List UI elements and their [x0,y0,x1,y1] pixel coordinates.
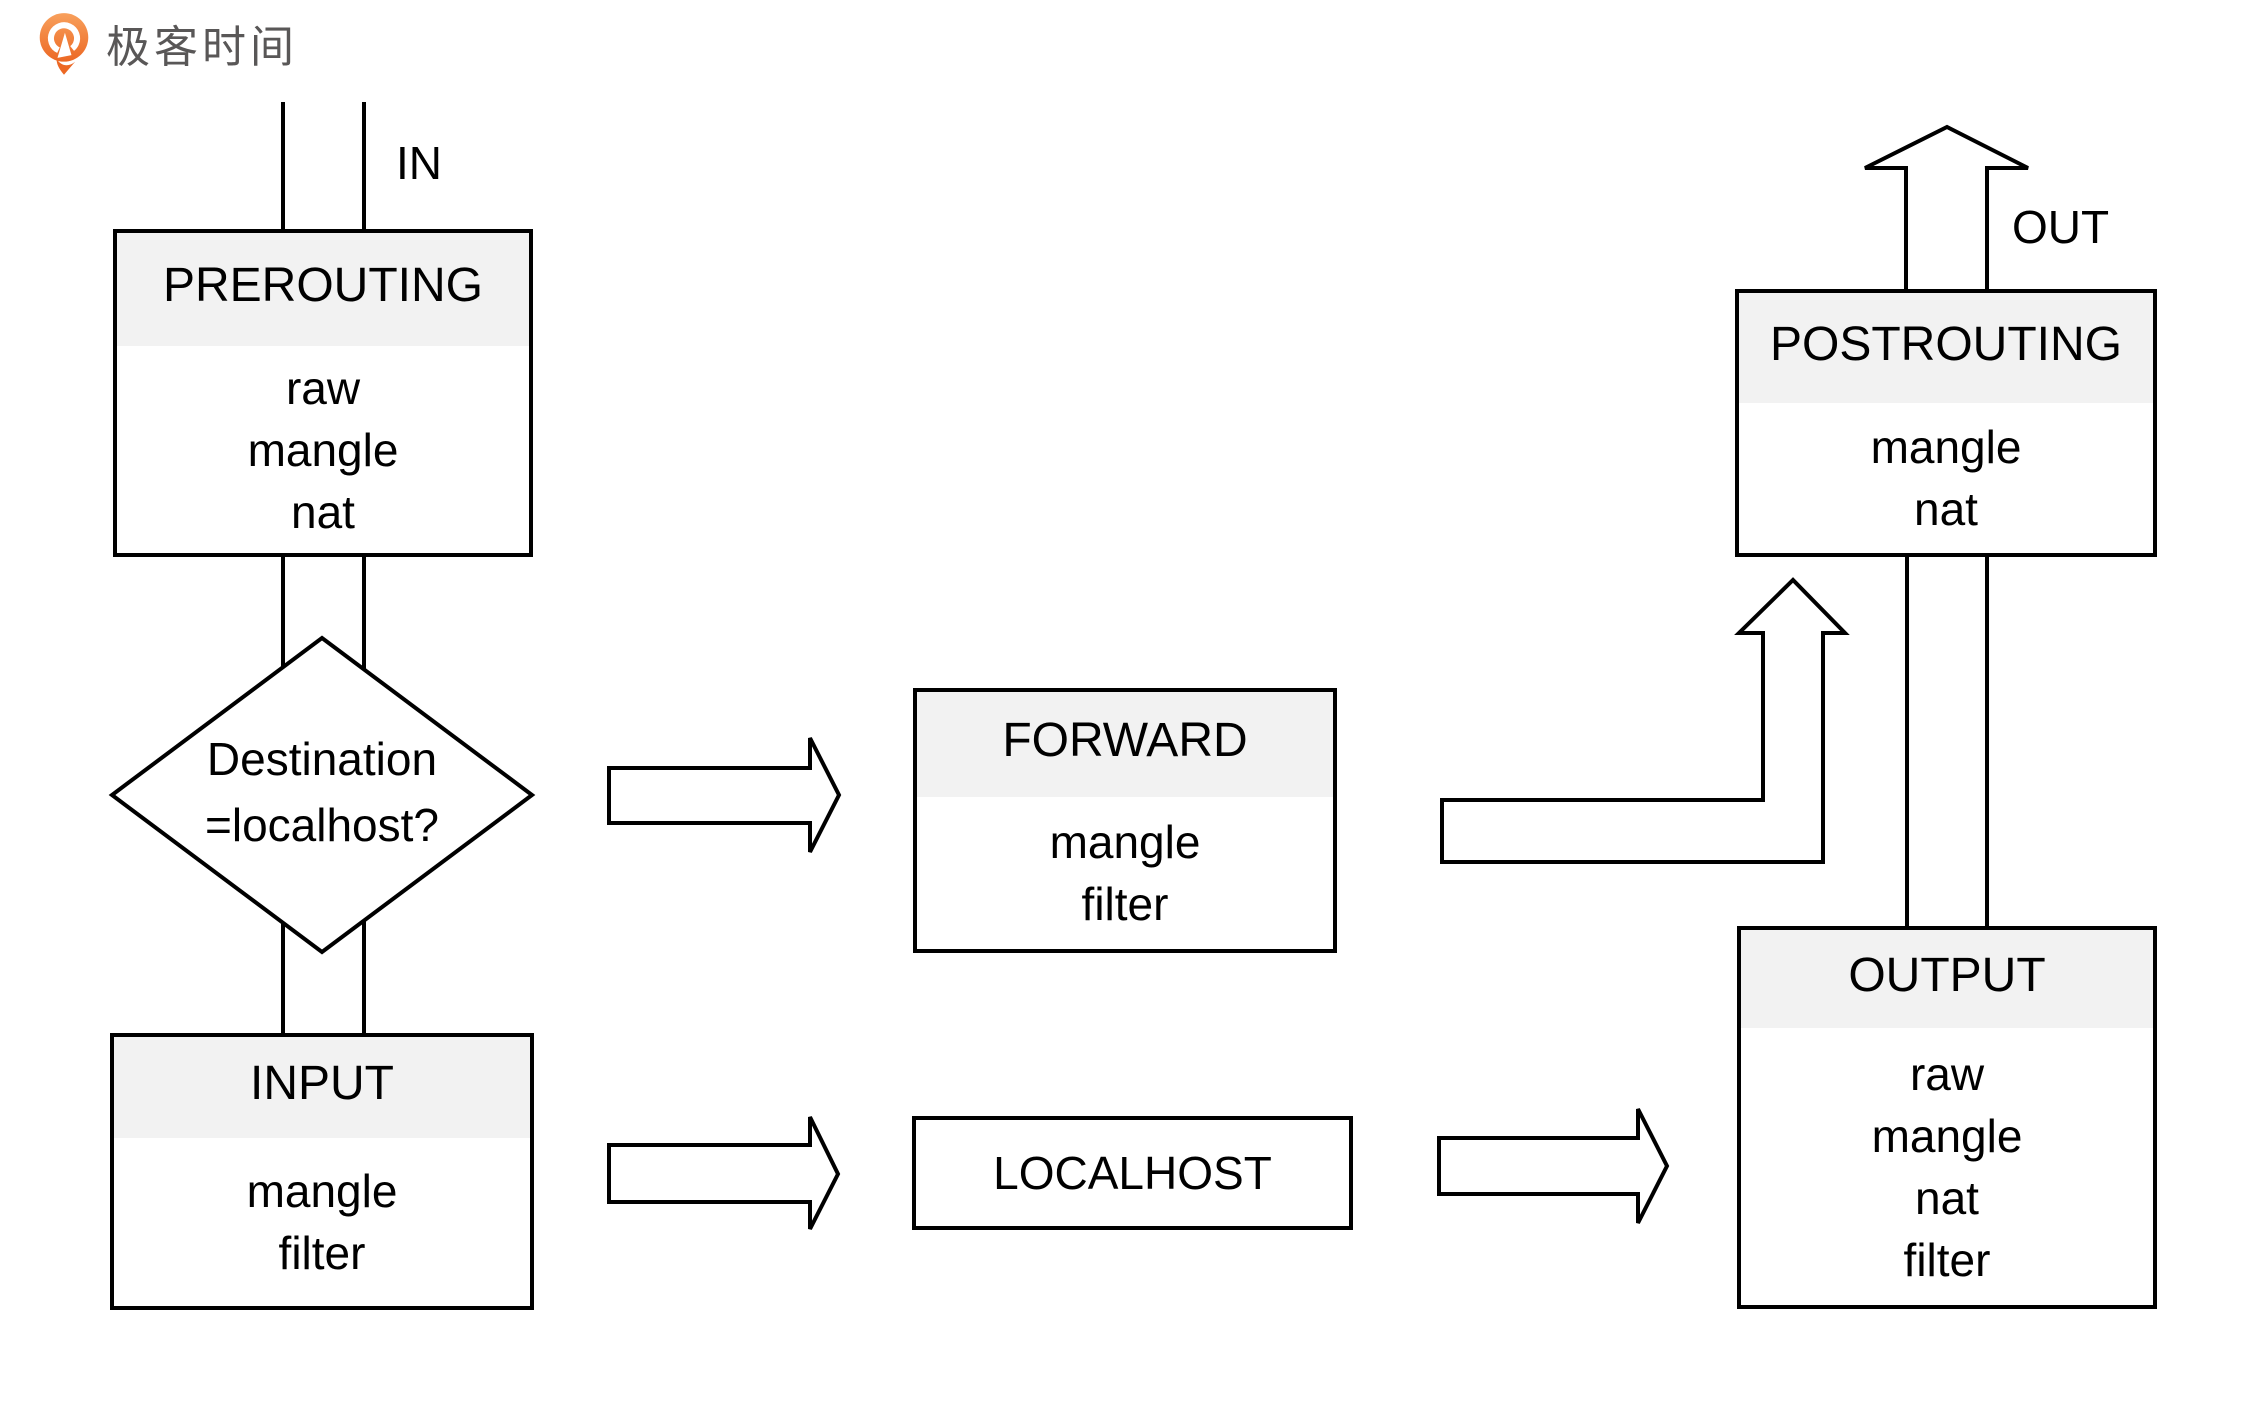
table-item: filter [278,1227,366,1279]
input-node: INPUT mangle filter [110,1033,534,1310]
forward-title: FORWARD [917,692,1333,797]
decision-line1: Destination [206,733,438,785]
forward-node: FORWARD mangle filter [913,688,1337,953]
decision-diamond-shape [108,635,536,955]
brand-name: 极客时间 [106,23,298,72]
decision-diamond-label: Destination =localhost? [112,726,532,858]
geektime-pin-icon [39,13,89,75]
output-tables: raw mangle nat filter [1741,1028,2153,1305]
arrow-out [1864,124,2029,289]
table-item: mangle [1870,421,2022,473]
localhost-node: LOCALHOST [912,1116,1353,1230]
input-title: INPUT [114,1037,530,1138]
output-node: OUTPUT raw mangle nat filter [1737,926,2157,1309]
table-item: mangle [246,1165,398,1217]
table-item: filter [1903,1233,1991,1286]
table-item: mangle [1049,816,1201,868]
table-item: raw [285,361,361,414]
prerouting-node: PREROUTING raw mangle nat [113,229,533,557]
geektime-logo: 极客时间 [36,10,298,76]
table-item: nat [291,485,355,538]
localhost-title: LOCALHOST [993,1147,1272,1199]
input-tables: mangle filter [114,1138,530,1306]
postrouting-node: POSTROUTING mangle nat [1735,289,2157,557]
output-title: OUTPUT [1741,930,2153,1028]
prerouting-title: PREROUTING [117,233,529,346]
postrouting-title: POSTROUTING [1739,293,2153,403]
table-item: mangle [1871,1109,2023,1162]
table-item: filter [1081,878,1169,930]
in-label: IN [396,137,442,189]
arrow-forward-to-postrouting [1440,577,1850,864]
decision-line2: =localhost? [205,799,439,851]
arrow-diamond-to-forward [607,737,842,853]
prerouting-tables: raw mangle nat [117,346,529,553]
postrouting-tables: mangle nat [1739,403,2153,553]
table-item: nat [1914,483,1978,535]
table-item: raw [1909,1047,1985,1100]
out-label: OUT [2012,201,2110,253]
table-item: nat [1915,1171,1979,1224]
forward-tables: mangle filter [917,797,1333,949]
arrow-input-to-localhost [607,1116,841,1230]
arrow-localhost-to-output [1437,1108,1670,1224]
table-item: mangle [247,423,399,476]
